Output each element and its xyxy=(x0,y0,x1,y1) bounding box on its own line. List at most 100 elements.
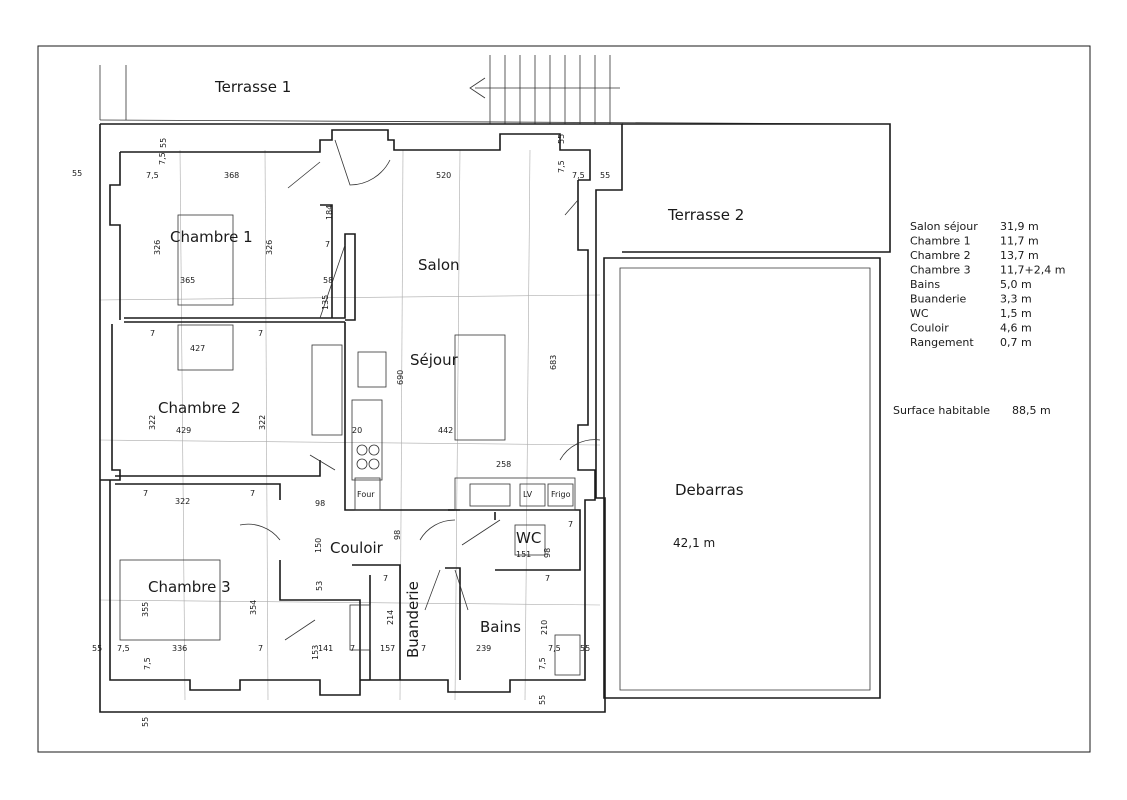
surface-habitable-value: 88,5 m xyxy=(1012,404,1051,417)
area-legend-value: 13,7 m xyxy=(1000,249,1039,262)
furniture xyxy=(119,214,581,676)
dim-label: 98 xyxy=(315,499,325,508)
room-label-terrasse1: Terrasse 1 xyxy=(214,78,291,96)
dim-label: 157 xyxy=(380,644,395,653)
dim-label: 7 xyxy=(568,520,573,529)
dim-label: 150 xyxy=(314,538,323,553)
dim-label: 336 xyxy=(172,644,187,653)
dim-label: 7 xyxy=(421,644,426,653)
dim-label: 7,5 xyxy=(117,644,130,653)
room-label-chambre2: Chambre 2 xyxy=(158,399,241,417)
area-legend-value: 4,6 m xyxy=(1000,322,1032,335)
dim-label: 354 xyxy=(249,600,258,615)
area-legend-name: Bains xyxy=(910,278,940,291)
room-label-chambre1: Chambre 1 xyxy=(170,228,253,246)
dim-label: 55 xyxy=(600,171,610,180)
dim-label: 58 xyxy=(323,276,333,285)
appliance-lv: LV xyxy=(523,490,533,499)
dim-label: 7,5 xyxy=(572,171,585,180)
dim-label: 322 xyxy=(258,415,267,430)
room-label-salon: Salon xyxy=(418,256,460,274)
dim-label: 20 xyxy=(352,426,362,435)
dim-label: 7,5 xyxy=(557,160,566,173)
stairs xyxy=(469,55,620,124)
dim-label: 258 xyxy=(496,460,511,469)
drawing-frame xyxy=(37,45,1091,753)
room-label-chambre3: Chambre 3 xyxy=(148,578,231,596)
area-legend-value: 31,9 m xyxy=(1000,220,1039,233)
dim-label: 427 xyxy=(190,344,205,353)
area-legend-value: 11,7 m xyxy=(1000,235,1039,248)
room-label-bains: Bains xyxy=(480,618,521,636)
dim-label: 7 xyxy=(325,240,330,249)
dim-label: 7 xyxy=(545,574,550,583)
area-legend: Salon séjour 31,9 m Chambre 1 11,7 m Chambre… xyxy=(910,220,1065,349)
room-label-wc: WC xyxy=(516,529,541,547)
doors xyxy=(239,139,601,641)
terrasse2-outline xyxy=(622,123,891,253)
dim-label: 7 xyxy=(258,644,263,653)
area-legend-name: Chambre 3 xyxy=(910,264,971,277)
area-legend-name: Rangement xyxy=(910,336,974,349)
dim-label: 7,5 xyxy=(158,152,167,165)
dim-label: 7 xyxy=(143,489,148,498)
dim-label: 214 xyxy=(386,610,395,625)
appliance-four: Four xyxy=(357,490,375,499)
dim-label: 429 xyxy=(176,426,191,435)
dim-label: 55 xyxy=(557,134,566,144)
surface-habitable-label: Surface habitable xyxy=(893,404,990,417)
dim-label: 322 xyxy=(175,497,190,506)
dim-label: 153 xyxy=(311,645,320,660)
dim-label: 326 xyxy=(153,240,162,255)
dim-label: 7 xyxy=(258,329,263,338)
dim-label: 53 xyxy=(315,581,324,591)
dim-label: 151 xyxy=(516,550,531,559)
dim-label: 683 xyxy=(549,355,558,370)
area-legend-name: Couloir xyxy=(910,322,949,335)
area-legend-value: 0,7 m xyxy=(1000,336,1032,349)
appliance-frigo: Frigo xyxy=(551,490,571,499)
dim-label: 368 xyxy=(224,171,239,180)
room-label-couloir: Couloir xyxy=(330,539,384,557)
dim-label: 442 xyxy=(438,426,453,435)
area-legend-value: 1,5 m xyxy=(1000,307,1032,320)
dim-label: 7,5 xyxy=(143,657,152,670)
dim-label: 55 xyxy=(159,138,168,148)
debarras-area: 42,1 m xyxy=(673,536,715,550)
dim-label: 55 xyxy=(72,169,82,178)
area-legend-name: Chambre 2 xyxy=(910,249,971,262)
dim-label: 520 xyxy=(436,171,451,180)
dim-label: 55 xyxy=(538,695,547,705)
room-label-sejour: Séjour xyxy=(410,351,459,369)
dim-label: 55 xyxy=(580,644,590,653)
room-label-buanderie: Buanderie xyxy=(404,581,422,658)
dim-label: 7 xyxy=(350,644,355,653)
dim-label: 55 xyxy=(141,717,150,727)
area-legend-value: 11,7+2,4 m xyxy=(1000,264,1065,277)
area-legend-name: Chambre 1 xyxy=(910,235,971,248)
apartment-walls xyxy=(99,123,623,713)
dimension-labels: 55 55 7,5 7,5 368 520 7,5 7,5 55 55 326 … xyxy=(72,134,610,727)
dim-label: 7,5 xyxy=(146,171,159,180)
dim-label: 7 xyxy=(250,489,255,498)
dim-label: 210 xyxy=(540,620,549,635)
room-label-terrasse2: Terrasse 2 xyxy=(667,206,744,224)
room-label-debarras: Debarras xyxy=(675,481,744,499)
area-legend-value: 5,0 m xyxy=(1000,278,1032,291)
dim-label: 98 xyxy=(393,530,402,540)
dim-label: 7,5 xyxy=(538,657,547,670)
dim-label: 690 xyxy=(396,370,405,385)
dim-label: 141 xyxy=(318,644,333,653)
debarras-outline xyxy=(603,257,881,699)
dim-label: 135 xyxy=(321,295,330,310)
area-legend-name: Buanderie xyxy=(910,293,967,306)
dim-label: 239 xyxy=(476,644,491,653)
dim-label: 98 xyxy=(543,548,552,558)
dim-label: 7 xyxy=(150,329,155,338)
area-legend-name: Salon séjour xyxy=(910,220,978,233)
area-legend-value: 3,3 m xyxy=(1000,293,1032,306)
dim-label: 322 xyxy=(148,415,157,430)
area-legend-name: WC xyxy=(910,307,929,320)
dim-label: 365 xyxy=(180,276,195,285)
